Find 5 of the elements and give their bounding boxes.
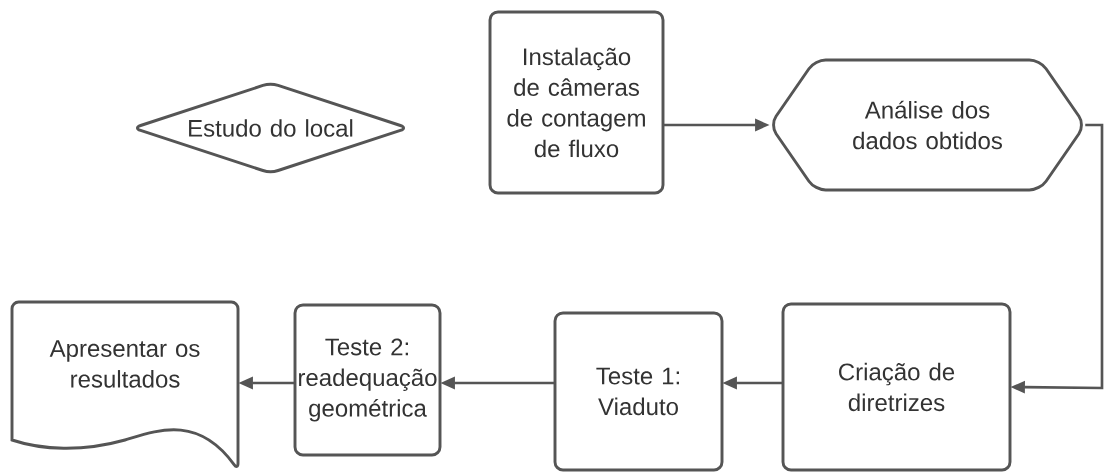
process-box: Teste 2: readequação geométrica xyxy=(293,303,442,457)
process-box: Criação de diretrizes xyxy=(781,302,1012,472)
process-box: Teste 1: Viaduto xyxy=(553,311,724,472)
process-box: Instalação de câmeras de contagem de fluxo xyxy=(488,10,665,195)
preparation-hexagon: Análise dos dados obtidos xyxy=(772,58,1083,192)
